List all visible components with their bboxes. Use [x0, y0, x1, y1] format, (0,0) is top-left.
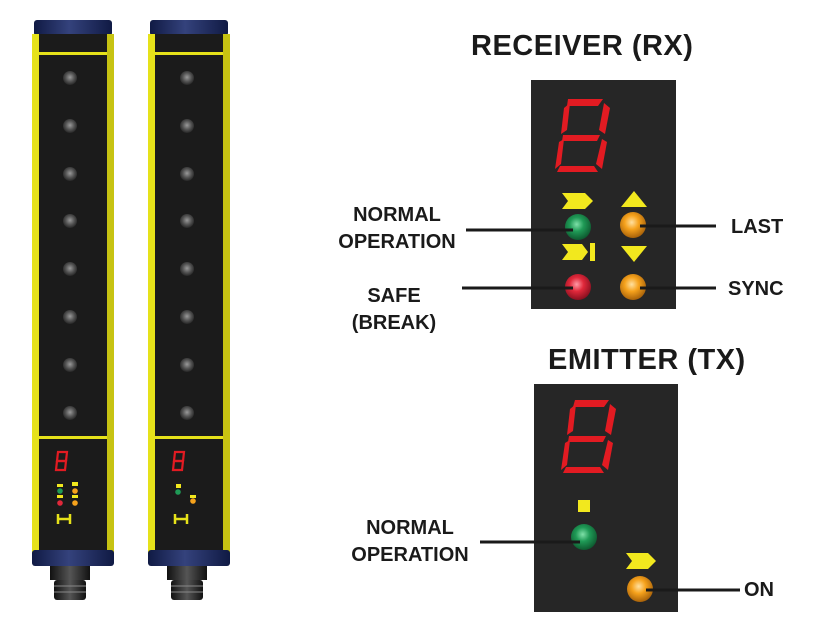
emitter-yellow-trim	[155, 436, 223, 439]
emitter-yellow-side	[148, 34, 155, 554]
emitter-panel	[534, 384, 678, 612]
receiver-yellow-trim	[39, 436, 107, 439]
last-amber-led	[620, 212, 646, 238]
receiver-yellow-side	[32, 34, 39, 554]
receiver-title: RECEIVER (RX)	[471, 30, 694, 62]
receiver-yellow-side	[107, 34, 114, 554]
label-line: NORMAL	[353, 204, 441, 226]
emitter-stick	[148, 20, 230, 600]
receiver-mini-display	[54, 450, 78, 524]
label-line: (BREAK)	[351, 312, 437, 334]
on-label: ON	[744, 579, 774, 601]
emitter-normal-operation-label: NORMAL OPERATION	[335, 515, 485, 569]
label-line: OPERATION	[338, 231, 456, 253]
emitter-bottom-cap	[148, 550, 230, 566]
emitter-title: EMITTER (TX)	[548, 344, 746, 376]
label-line: NORMAL	[366, 517, 454, 539]
emitter-on-arrow-icon	[626, 553, 656, 569]
leader-lines	[462, 224, 740, 592]
label-line: OPERATION	[351, 544, 469, 566]
receiver-bottom-cap	[32, 550, 114, 566]
receiver-yellow-trim	[39, 52, 107, 55]
last-label: LAST	[731, 216, 784, 238]
emitter-normal-green-led	[571, 524, 597, 550]
normal-operation-green-led	[565, 214, 591, 240]
receiver-top-cap	[34, 20, 112, 36]
sync-down-arrow-icon	[621, 246, 647, 262]
safe-break-icon	[562, 243, 595, 261]
emitter-normal-indicator-square-icon	[578, 500, 590, 512]
emitter-top-cap	[150, 20, 228, 36]
normal-operation-arrow-icon	[562, 193, 593, 209]
receiver-connector	[50, 566, 90, 580]
receiver-normal-operation-label: NORMAL OPERATION	[322, 202, 472, 256]
seven-segment-icon	[171, 450, 186, 472]
receiver-connector	[54, 580, 86, 600]
emitter-connector	[167, 566, 207, 580]
receiver-lens-array	[63, 71, 77, 420]
emitter-panel-background	[534, 384, 678, 612]
sync-amber-led	[620, 274, 646, 300]
emitter-yellow-trim	[155, 52, 223, 55]
receiver-stick	[32, 20, 114, 600]
receiver-safe-break-label: SAFE (BREAK)	[334, 283, 454, 337]
emitter-mini-display	[171, 450, 196, 524]
emitter-seven-segment-icon	[561, 400, 616, 473]
receiver-panel	[531, 80, 676, 309]
label-line: SAFE	[367, 285, 421, 307]
emitter-connector	[171, 580, 203, 600]
emitter-on-amber-led	[627, 576, 653, 602]
emitter-yellow-side	[223, 34, 230, 554]
emitter-lens-array	[180, 71, 194, 420]
seven-segment-icon	[54, 450, 69, 472]
receiver-seven-segment-icon	[555, 99, 610, 172]
sync-label: SYNC	[728, 278, 784, 300]
safe-break-red-led	[565, 274, 591, 300]
last-up-arrow-icon	[621, 191, 647, 207]
